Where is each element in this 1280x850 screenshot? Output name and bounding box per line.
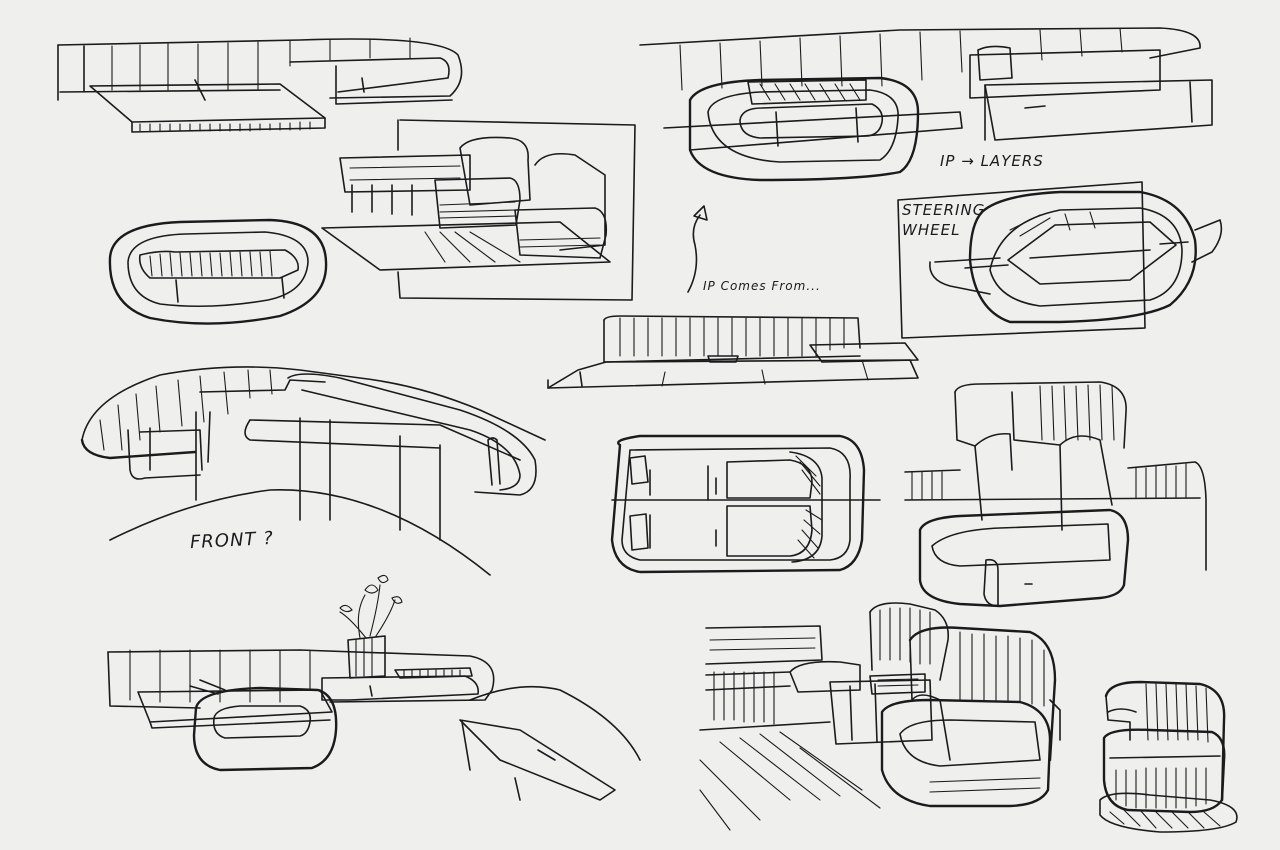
- note-ip-layers: IP → LAYERS: [940, 152, 1044, 170]
- sketch-dashboard-vase: [107, 574, 641, 801]
- note-steering-wheel: STEERING WHEEL: [902, 201, 986, 239]
- note-ip-comes-from: IP Comes From...: [703, 279, 821, 293]
- sketch-armchair: [1099, 680, 1238, 833]
- sketch-ip-bench: [547, 315, 919, 389]
- sketch-dashboard-tray: [57, 37, 463, 133]
- sketch-lounge-seat: [904, 381, 1207, 608]
- sketch-curved-dashboard: [80, 366, 546, 576]
- sketch-steering-wheel: [897, 181, 1223, 339]
- note-front: FRONT ?: [189, 527, 275, 554]
- sketch-interior-lounge: [699, 602, 1061, 831]
- sketch-oval-tray: [108, 218, 328, 325]
- sketch-ip-oval-steering: [639, 27, 1213, 182]
- sketch-interior-seats: [321, 119, 636, 301]
- sketch-arrow-ip: [687, 205, 708, 293]
- sketch-capsule-topview: [610, 434, 881, 574]
